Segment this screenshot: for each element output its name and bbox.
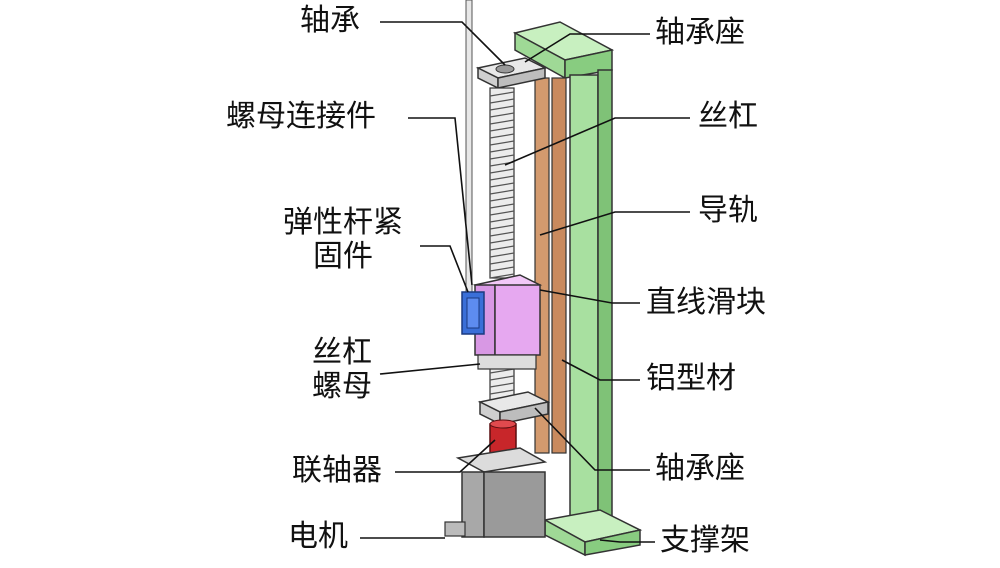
thread-line	[489, 266, 515, 272]
thread-line	[489, 91, 515, 97]
label-bearing-seat-bottom: 轴承座	[655, 451, 745, 486]
thread-line	[489, 368, 515, 374]
label-lead-screw: 丝杠	[698, 99, 758, 134]
bottom-bearing-seat-shape	[477, 391, 551, 426]
thread-line	[489, 98, 515, 104]
label-bearing-seat-top: 轴承座	[655, 15, 745, 50]
leader-lines	[360, 21, 690, 543]
label-linear-slider: 直线滑块	[646, 285, 766, 320]
label-guide-rail: 导轨	[698, 193, 758, 228]
thread-line	[489, 375, 515, 381]
thread-line	[489, 389, 515, 395]
thread-line	[489, 231, 515, 237]
thread-line	[489, 382, 515, 388]
thread-line	[489, 175, 515, 181]
label-bearing: 轴承	[300, 3, 360, 38]
thread-line	[489, 126, 515, 132]
thread-line	[489, 147, 515, 153]
thread-line	[489, 224, 515, 230]
thread-line	[489, 105, 515, 111]
thread-line	[489, 154, 515, 160]
motor-shape	[444, 447, 548, 538]
label-coupling: 联轴器	[292, 453, 382, 488]
thread-line	[489, 189, 515, 195]
top-bearing-seat-shape	[475, 57, 548, 90]
label-aluminum-profile: 铝型材	[646, 361, 736, 396]
thread-line	[489, 182, 515, 188]
label-nut-connector: 螺母连接件	[226, 99, 376, 134]
thread-line	[489, 217, 515, 223]
label-elastic-fastener-line1: 弹性杆紧	[283, 205, 403, 240]
elastic-fastener-shape	[461, 291, 485, 335]
thread-line	[489, 273, 515, 279]
thread-line	[489, 203, 515, 209]
thread-line	[489, 238, 515, 244]
thread-line	[489, 210, 515, 216]
thread-line	[489, 245, 515, 251]
label-motor: 电机	[288, 519, 348, 554]
thread-line	[489, 140, 515, 146]
thread-line	[489, 259, 515, 265]
thread-line	[489, 133, 515, 139]
thread-line	[489, 252, 515, 258]
thread-line	[489, 119, 515, 125]
label-screw-nut-line1: 丝杠	[312, 335, 372, 370]
thread-line	[489, 168, 515, 174]
label-screw-nut-line2: 螺母	[312, 369, 372, 404]
guide-rail-shape	[534, 77, 567, 454]
thread-line	[489, 112, 515, 118]
label-screw-nut: 丝杠 螺母	[312, 336, 372, 404]
label-support-frame: 支撑架	[660, 523, 750, 558]
label-elastic-fastener-line2: 固件	[313, 239, 373, 274]
label-elastic-fastener: 弹性杆紧 固件	[283, 206, 403, 274]
thread-line	[489, 196, 515, 202]
